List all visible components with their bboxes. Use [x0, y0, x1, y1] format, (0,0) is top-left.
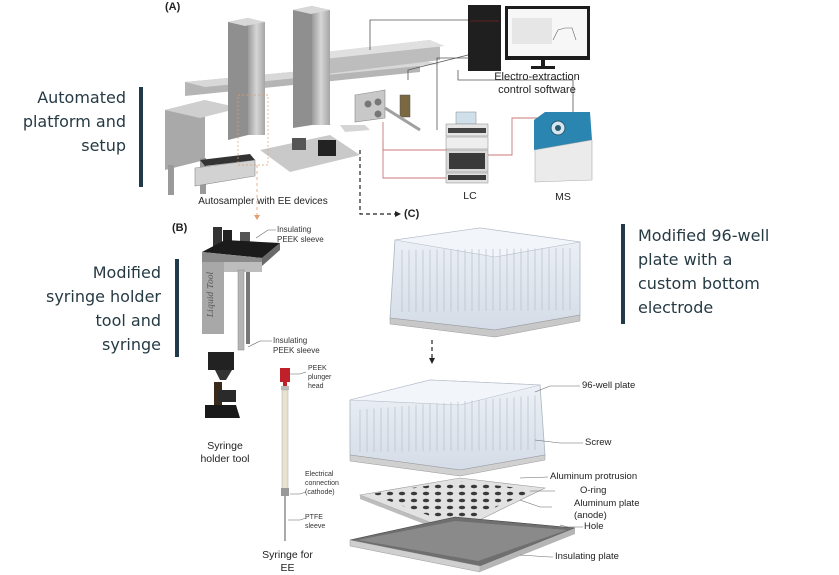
caption-line: Syringe for — [262, 549, 313, 561]
callout-peek-sleeve-bottom: Insulating PEEK sleeve — [273, 336, 320, 356]
label-line: syringe — [102, 335, 161, 354]
panel-a-letter: (A) — [165, 1, 181, 13]
callout-line: head — [308, 383, 324, 390]
label-line: Modified — [92, 263, 161, 282]
callout-line: Aluminum plate — [574, 498, 640, 509]
autosampler-illustration — [165, 6, 445, 220]
callout-line: (anode) — [574, 510, 607, 521]
callout-line: plunger — [308, 374, 332, 381]
callout-line: sleeve — [305, 523, 326, 530]
callout-line: connection — [305, 480, 339, 487]
callout-line: PEEK sleeve — [277, 235, 324, 244]
callout-line: PEEK — [308, 365, 327, 372]
callout-o-ring: O-ring — [580, 485, 607, 496]
callout-line: (cathode) — [305, 489, 335, 496]
autosampler-caption: Autosampler with EE devices — [198, 196, 328, 207]
connection-lines — [369, 19, 574, 179]
label-line: custom bottom — [638, 274, 760, 293]
ms-label: MS — [555, 191, 571, 203]
caption-line: Syringe — [207, 440, 243, 452]
label-line: electrode — [638, 298, 714, 317]
callout-line: PTFE — [305, 514, 323, 521]
label-line: platform and — [22, 112, 126, 131]
well-plate-top-illustration — [389, 227, 581, 364]
caption-line: EE — [280, 562, 295, 574]
computer-illustration — [468, 5, 590, 71]
accent-bar-syringe — [175, 259, 179, 357]
label-line: syringe holder — [45, 287, 161, 306]
label-line: setup — [81, 136, 126, 155]
tool-brand-text: Liquid Tool — [206, 271, 216, 318]
accent-bar-well-plate — [621, 224, 625, 324]
lc-label: LC — [463, 190, 477, 202]
caption-line: holder tool — [200, 453, 250, 465]
panel-c-letter: (C) — [404, 208, 420, 220]
callout-aluminum-protrusion: Aluminum protrusion — [550, 471, 638, 482]
software-caption-line: control software — [498, 84, 576, 96]
software-caption: Electro-extraction control software — [482, 71, 592, 97]
callout-line: Electrical — [305, 471, 334, 478]
panel-b-letter: (B) — [172, 222, 188, 234]
callout-hole: Hole — [584, 521, 604, 532]
syringe-holder-illustration — [202, 227, 280, 418]
callout-plunger-head: PEEK plunger head — [308, 364, 331, 391]
syringe-caption: Syringe for EE — [250, 549, 325, 575]
label-line: Modified 96-well — [638, 226, 770, 245]
software-caption-line: Electro-extraction — [494, 71, 580, 83]
arrow-to-panel-c — [359, 150, 401, 217]
ms-illustration — [534, 112, 593, 183]
label-line: plate with a — [638, 250, 733, 269]
label-syringe-holder: Modified syringe holder tool and syringe — [0, 261, 161, 357]
label-line: tool and — [95, 311, 161, 330]
callout-insulating-plate: Insulating plate — [555, 551, 619, 562]
callout-line: PEEK sleeve — [273, 346, 320, 355]
callout-peek-sleeve-top: Insulating PEEK sleeve — [277, 225, 324, 245]
lc-illustration — [445, 111, 489, 184]
callout-aluminum-plate: Aluminum plate (anode) — [574, 498, 639, 522]
callout-lines — [247, 229, 583, 558]
callout-line: Insulating — [273, 336, 308, 345]
label-well-plate: Modified 96-well plate with a custom bot… — [638, 224, 838, 320]
callout-ptfe-sleeve: PTFE sleeve — [305, 513, 325, 531]
callout-electrical-connection: Electrical connection (cathode) — [305, 470, 339, 497]
label-line: Automated — [37, 88, 126, 107]
label-automated-platform: Automated platform and setup — [0, 86, 126, 158]
callout-line: Insulating — [277, 225, 312, 234]
callout-screw: Screw — [585, 437, 612, 448]
syringe-illustration — [280, 368, 290, 541]
accent-bar-automated — [139, 87, 143, 187]
callout-96-well-plate: 96-well plate — [582, 380, 636, 391]
holder-caption: Syringe holder tool — [190, 440, 260, 466]
well-plate-exploded-illustration — [349, 379, 576, 573]
